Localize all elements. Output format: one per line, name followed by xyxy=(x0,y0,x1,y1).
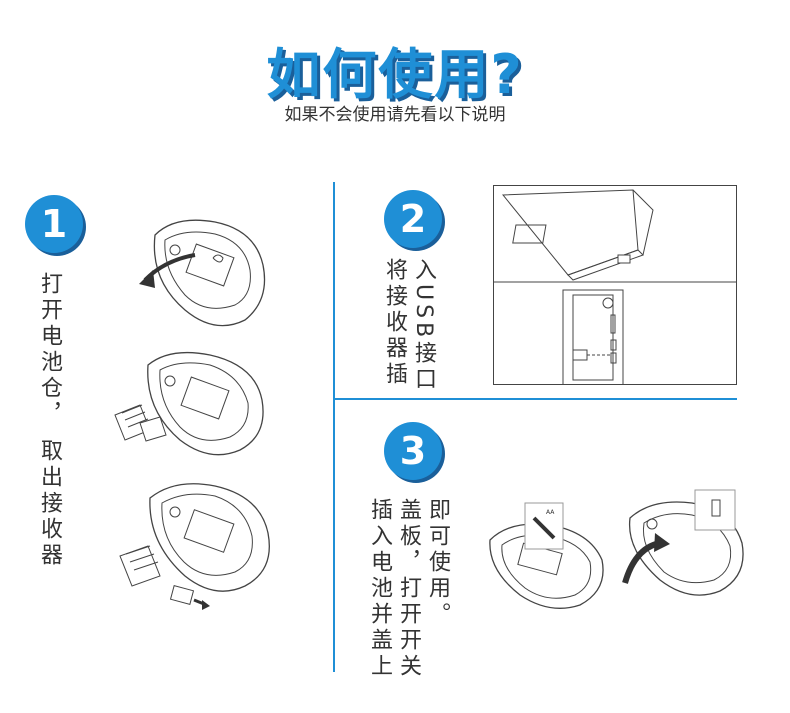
step-2-text-col1: 将接收器插 xyxy=(382,258,407,388)
step-3-badge: 3 xyxy=(384,422,442,480)
page-subtitle: 如果不会使用请先看以下说明 xyxy=(284,105,506,125)
step-3-text-col2: 盖板，打开开关 xyxy=(396,498,421,680)
battery-label: AA xyxy=(546,509,555,516)
step-2-text-col2: 入USB接口 xyxy=(411,258,436,394)
step-1-text: 打开电池仓， 取出接收器 xyxy=(37,272,62,569)
laptop-usb-illustration xyxy=(493,185,737,385)
horizontal-divider xyxy=(335,398,737,400)
step-1-badge: 1 xyxy=(25,195,83,253)
page-title: 如何使用? xyxy=(266,43,524,106)
step-2-badge: 2 xyxy=(384,190,442,248)
mouse-open-cover-illustration xyxy=(139,219,266,327)
step-3-text-col1: 即可使用。 xyxy=(425,498,450,628)
mouse-insert-battery-illustration: AA xyxy=(489,502,604,609)
vertical-divider xyxy=(333,182,335,672)
mouse-battery-removed-illustration xyxy=(114,351,264,456)
mouse-receiver-removed-illustration xyxy=(119,483,270,610)
step-3-text-col3: 插入电池并盖上 xyxy=(367,498,392,680)
mouse-close-cover-illustration xyxy=(622,489,744,596)
